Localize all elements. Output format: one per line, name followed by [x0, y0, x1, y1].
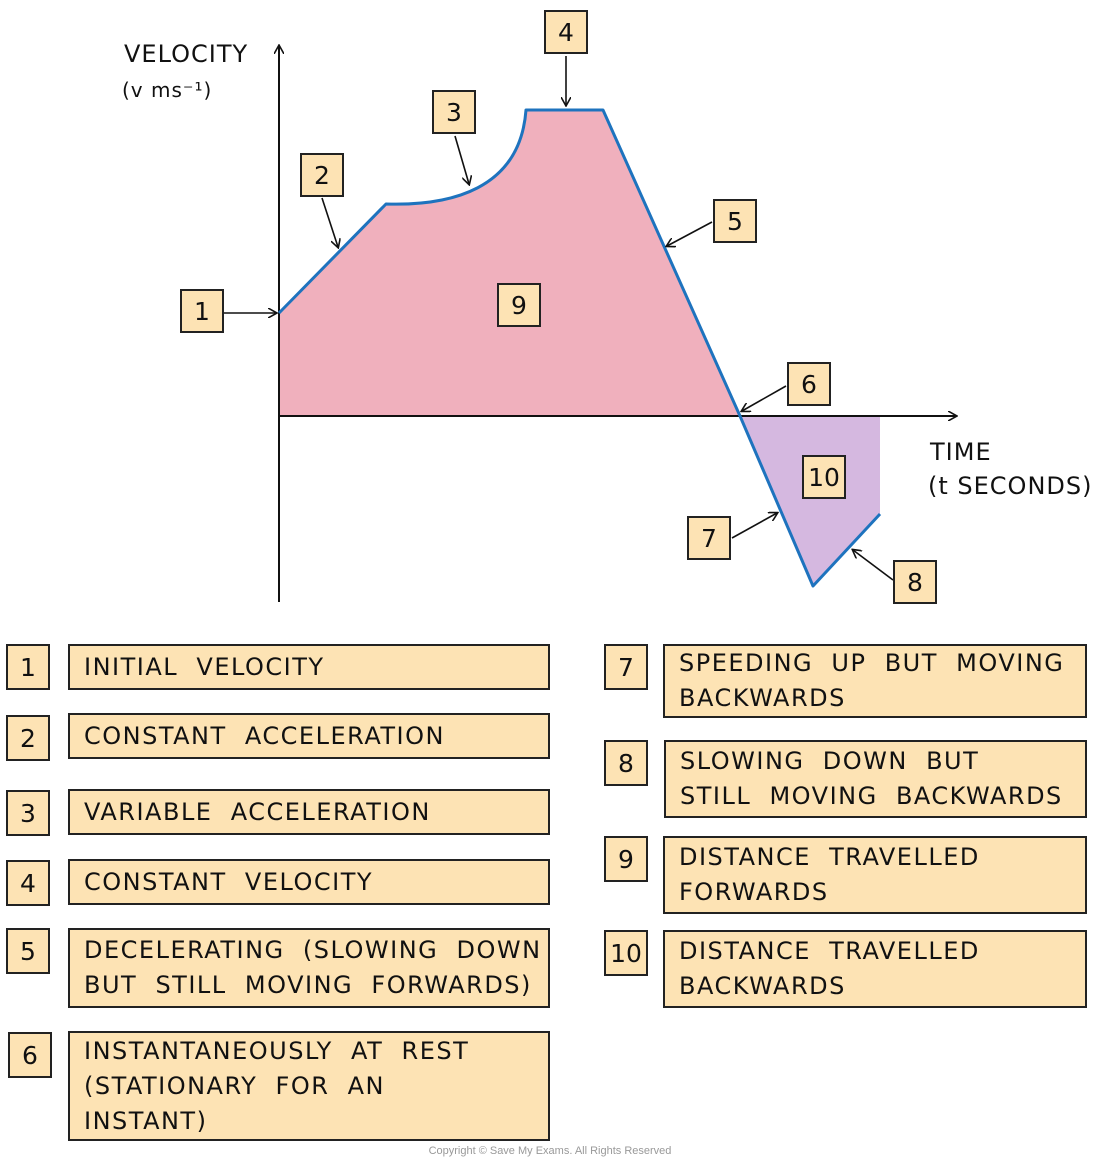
legend-description: SLOWING DOWN BUT STILL MOVING BACKWARDS	[664, 740, 1087, 818]
legend-line: (STATIONARY FOR AN	[84, 1071, 386, 1100]
marker-9: 9	[497, 283, 541, 327]
legend-description: INITIAL VELOCITY	[68, 644, 550, 690]
marker-7: 7	[687, 516, 731, 560]
legend-number: 4	[6, 860, 50, 906]
pointer-arrows	[224, 56, 894, 581]
legend-line: INSTANT)	[84, 1106, 208, 1135]
legend-description: INSTANTANEOUSLY AT REST (STATIONARY FOR A…	[68, 1031, 550, 1141]
legend-number: 3	[6, 790, 50, 836]
marker-10: 10	[802, 455, 846, 499]
legend-number: 6	[8, 1032, 52, 1078]
x-axis-label: TIME	[930, 438, 992, 466]
legend-description: DISTANCE TRAVELLED FORWARDS	[663, 836, 1087, 914]
legend-line: INSTANTANEOUSLY AT REST	[84, 1036, 470, 1065]
copyright: Copyright © Save My Exams. All Rights Re…	[428, 1145, 672, 1157]
legend-number: 5	[6, 928, 50, 974]
legend-line: BUT STILL MOVING FORWARDS)	[84, 971, 532, 999]
legend-line: CONSTANT ACCELERATION	[84, 721, 445, 750]
legend-number: 9	[604, 836, 648, 882]
marker-8: 8	[893, 560, 937, 604]
legend-line: STILL MOVING BACKWARDS	[680, 782, 1063, 810]
legend-description: CONSTANT VELOCITY	[68, 859, 550, 905]
marker-3: 3	[432, 90, 476, 134]
legend-description: VARIABLE ACCELERATION	[68, 789, 550, 835]
marker-6: 6	[787, 362, 831, 406]
legend-line: SLOWING DOWN BUT	[680, 747, 980, 775]
legend-line: SPEEDING UP BUT MOVING	[679, 649, 1065, 677]
legend-description: DECELERATING (SLOWING DOWN BUT STILL MOVI…	[68, 928, 550, 1008]
legend-number: 8	[604, 740, 648, 786]
y-axis-label: VELOCITY	[124, 40, 249, 68]
legend-line: DECELERATING (SLOWING DOWN	[84, 936, 542, 964]
legend-number: 1	[6, 644, 50, 690]
x-axis-unit: (t SECONDS)	[928, 472, 1093, 500]
y-axis-unit: (v ms⁻¹)	[122, 78, 213, 102]
backward-distance-area	[740, 416, 880, 586]
legend-line: CONSTANT VELOCITY	[84, 867, 374, 896]
legend-line: DISTANCE TRAVELLED	[679, 937, 980, 965]
legend-line: DISTANCE TRAVELLED	[679, 843, 980, 871]
marker-1: 1	[180, 289, 224, 333]
legend-number: 7	[604, 644, 648, 690]
legend-number: 10	[604, 930, 648, 976]
velocity-line	[277, 108, 882, 588]
legend-line: FORWARDS	[679, 878, 829, 906]
legend-line: BACKWARDS	[679, 972, 846, 1000]
forward-distance-area	[279, 110, 740, 416]
legend-line: INITIAL VELOCITY	[84, 652, 325, 681]
marker-2: 2	[300, 153, 344, 197]
legend-description: CONSTANT ACCELERATION	[68, 713, 550, 759]
marker-5: 5	[713, 199, 757, 243]
legend-number: 2	[6, 715, 50, 761]
marker-4: 4	[544, 10, 588, 54]
legend-line: VARIABLE ACCELERATION	[84, 797, 431, 826]
legend-line: BACKWARDS	[679, 684, 846, 712]
legend-description: DISTANCE TRAVELLED BACKWARDS	[663, 930, 1087, 1008]
legend-description: SPEEDING UP BUT MOVING BACKWARDS	[663, 644, 1087, 718]
